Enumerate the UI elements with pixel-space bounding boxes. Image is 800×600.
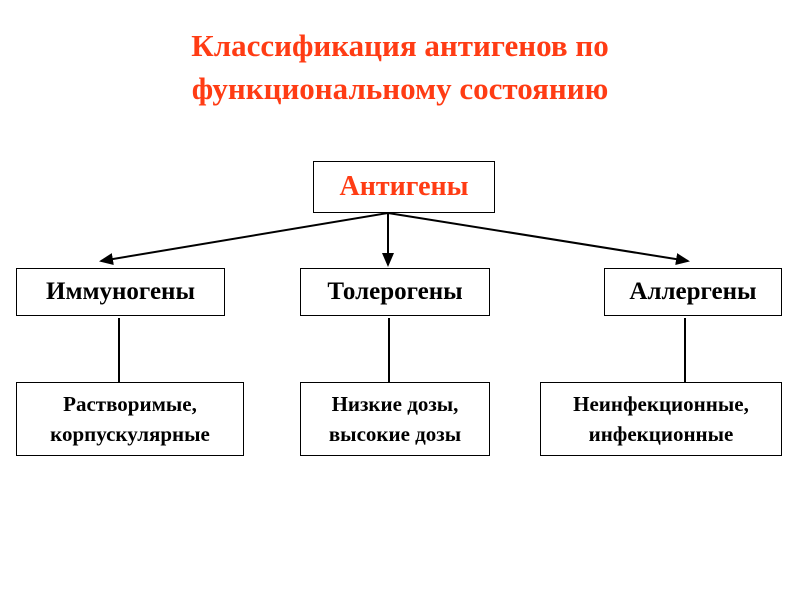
root-label: Антигены <box>339 171 469 202</box>
detail-line: инфекционные <box>588 422 734 446</box>
arrow-to-allergens <box>387 212 690 266</box>
detail-line: Растворимые, <box>63 392 197 416</box>
detail-line: высокие дозы <box>328 422 462 446</box>
node-allergens: Аллергены <box>604 268 782 316</box>
node-tolerogens: Толерогены <box>300 268 490 316</box>
title-line-1: Классификация антигенов по <box>191 28 609 63</box>
detail-immunogens: Растворимые, корпускулярные <box>16 382 244 456</box>
node-label: Аллергены <box>629 278 757 305</box>
detail-line: корпускулярные <box>50 422 210 446</box>
node-immunogens: Иммуногены <box>16 268 225 316</box>
root-node-antigens: Антигены <box>313 161 495 213</box>
detail-line: Неинфекционные, <box>573 392 749 416</box>
detail-allergens: Неинфекционные, инфекционные <box>540 382 782 456</box>
title-line-2: функциональному состоянию <box>191 71 609 106</box>
detail-tolerogens: Низкие дозы, высокие дозы <box>300 382 490 456</box>
detail-line: Низкие дозы, <box>331 392 459 416</box>
node-label: Толерогены <box>327 278 463 305</box>
slide-title: Классификация антигенов по функционально… <box>0 24 800 110</box>
node-label: Иммуногены <box>46 278 195 305</box>
arrow-to-immunogens <box>99 212 389 265</box>
